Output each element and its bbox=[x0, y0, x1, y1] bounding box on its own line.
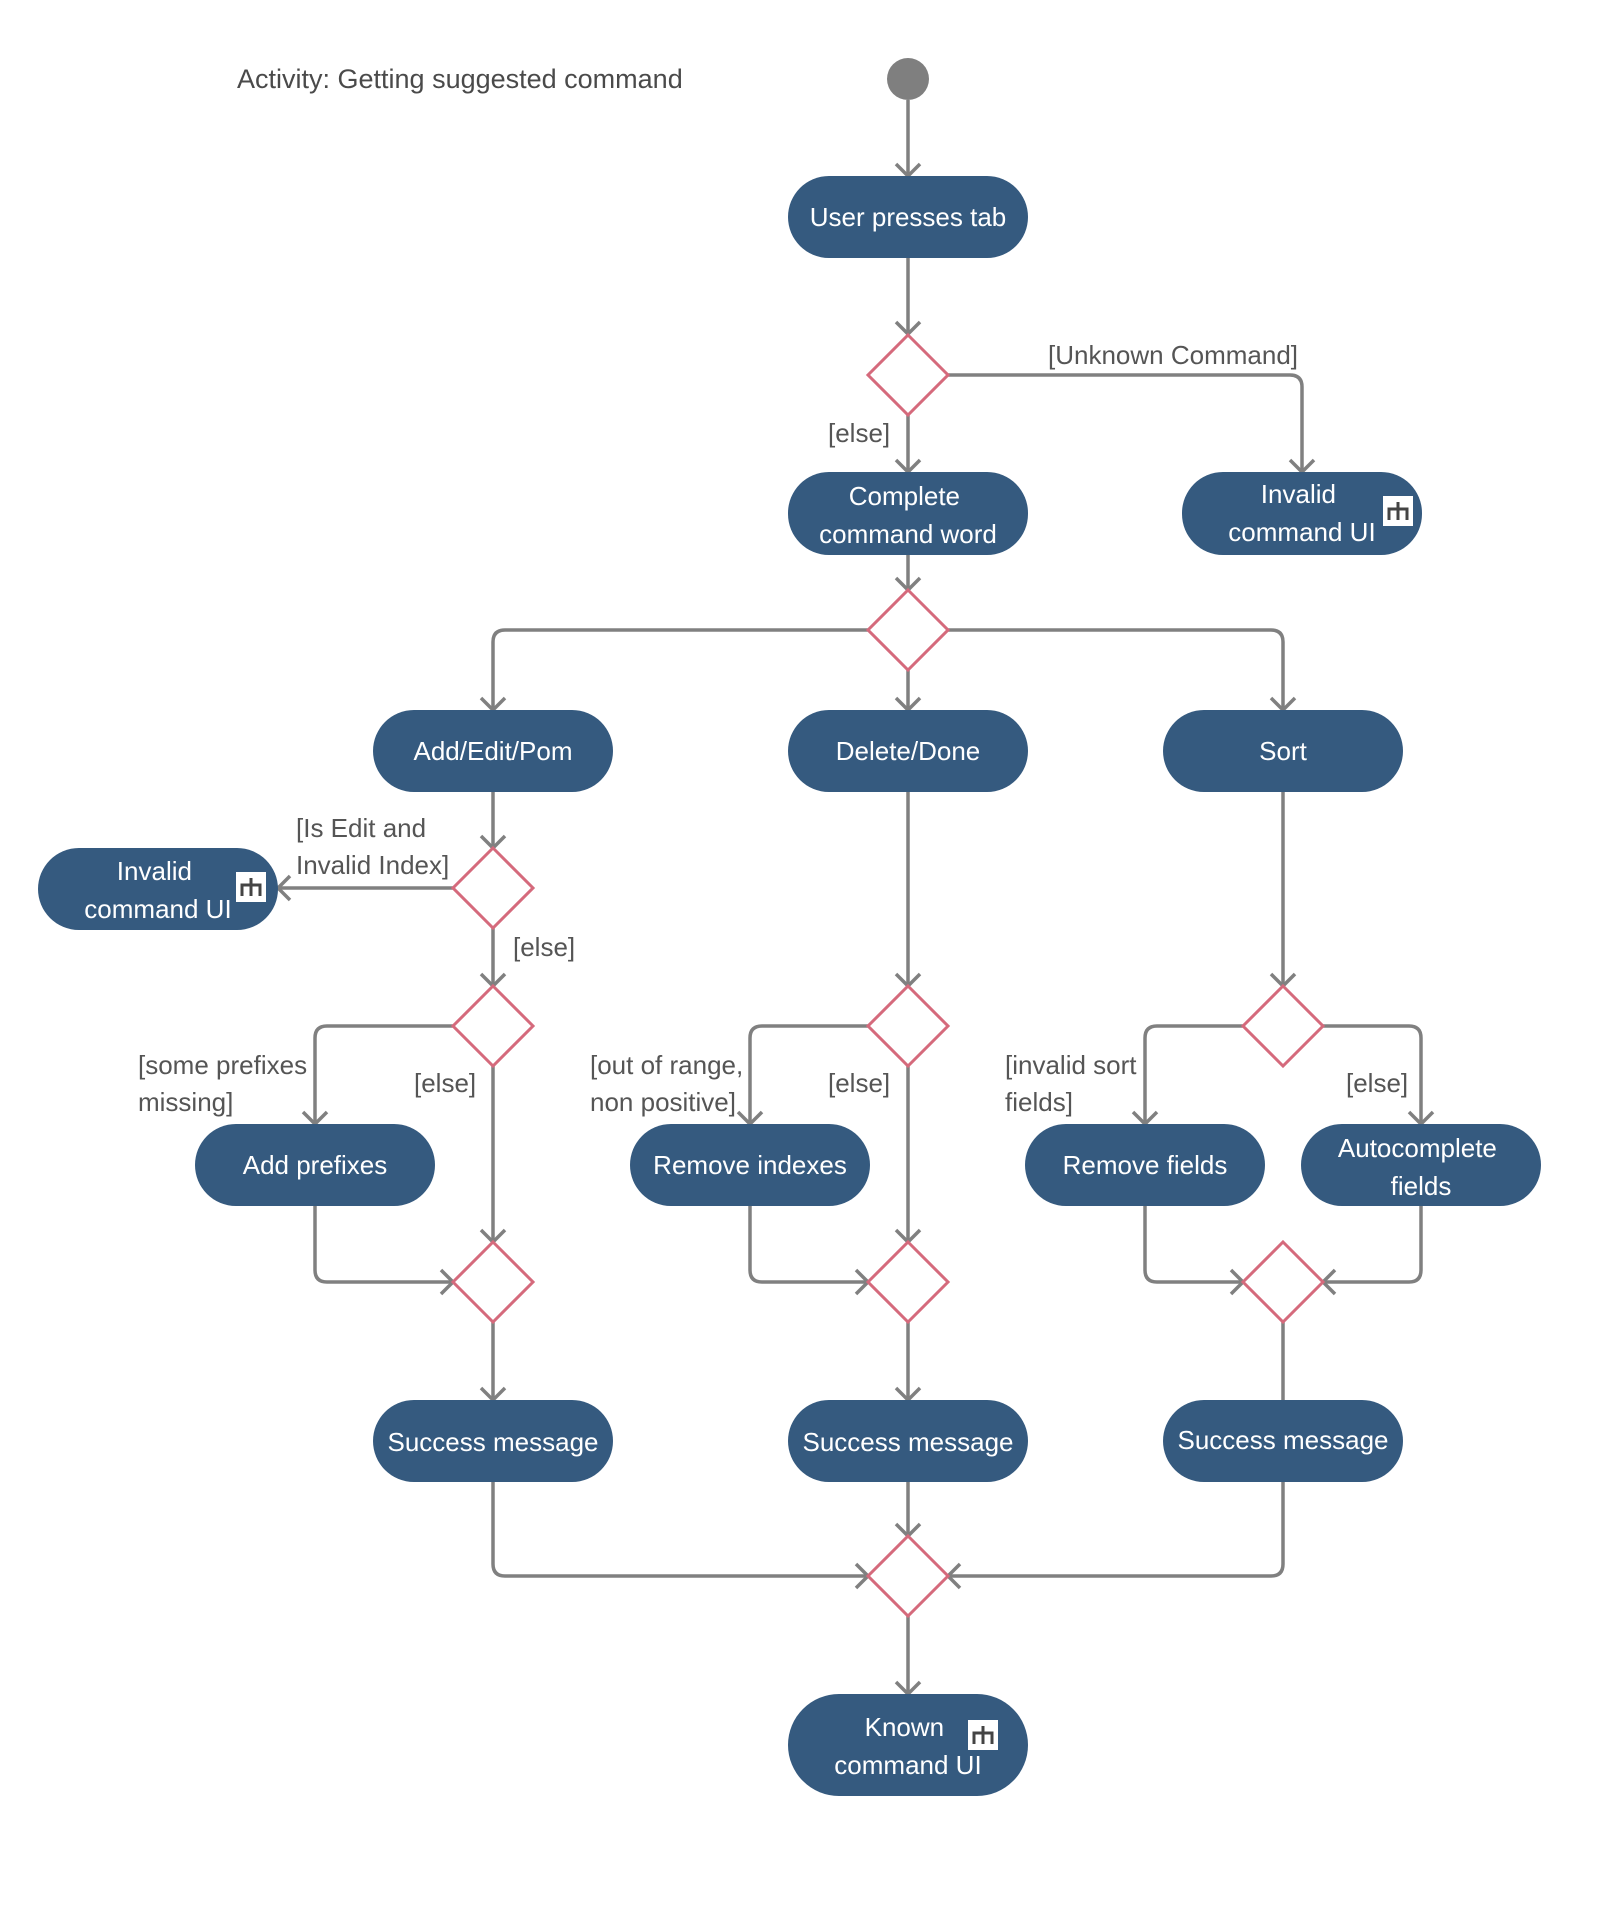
edge-to-sort bbox=[948, 628, 1285, 710]
edge-autocomplete-to-merge bbox=[1323, 1206, 1423, 1284]
decision-nodes bbox=[450, 332, 1326, 1619]
label-remove-indexes: Remove indexes bbox=[653, 1150, 847, 1180]
label-invalid-command-ui-left: Invalid command UI bbox=[84, 856, 231, 924]
action-sort bbox=[1163, 710, 1403, 792]
merge-sort-fields bbox=[1240, 1239, 1326, 1325]
guard-else-edit: [else] bbox=[513, 932, 575, 962]
action-success-message-mid bbox=[788, 1400, 1028, 1482]
decision-edit-invalid-index bbox=[450, 845, 536, 931]
action-complete-command-word bbox=[788, 472, 1028, 555]
label-remove-fields: Remove fields bbox=[1063, 1150, 1228, 1180]
guard-labels: [Unknown Command] [else] [Is Edit and In… bbox=[138, 340, 1408, 1117]
rake-icon bbox=[1383, 496, 1413, 526]
action-invalid-command-ui-left bbox=[38, 848, 278, 930]
label-delete-done: Delete/Done bbox=[836, 736, 981, 766]
decision-unknown-command bbox=[865, 332, 951, 418]
initial-node bbox=[887, 58, 929, 100]
merge-indexes bbox=[865, 1239, 951, 1325]
action-user-presses-tab bbox=[788, 176, 1028, 258]
edge-some-prefixes-missing bbox=[313, 1024, 453, 1124]
edge-unknown-command bbox=[948, 373, 1304, 472]
decision-index-range bbox=[865, 983, 951, 1069]
action-success-message-right bbox=[1163, 1400, 1403, 1482]
action-invalid-command-ui-top bbox=[1182, 472, 1422, 555]
action-add-edit-pom bbox=[373, 710, 613, 792]
guard-is-edit-invalid-index: [Is Edit and Invalid Index] bbox=[296, 813, 449, 880]
guard-else-top: [else] bbox=[828, 418, 890, 448]
edge-invalid-sort-fields bbox=[1143, 1024, 1243, 1124]
edge-remove-fields-to-merge bbox=[1143, 1206, 1243, 1284]
label-success-message-right: Success message bbox=[1178, 1425, 1389, 1455]
label-invalid-command-ui-top: Invalid command UI bbox=[1228, 479, 1375, 547]
label-success-message-left: Success message bbox=[388, 1427, 599, 1457]
action-nodes bbox=[38, 176, 1541, 1796]
rake-icon bbox=[236, 872, 266, 902]
merge-prefixes bbox=[450, 1239, 536, 1325]
label-sort: Sort bbox=[1259, 736, 1307, 766]
action-add-prefixes bbox=[195, 1124, 435, 1206]
edge-else-sort bbox=[1323, 1024, 1423, 1124]
decision-prefixes-missing bbox=[450, 983, 536, 1069]
label-add-prefixes: Add prefixes bbox=[243, 1150, 388, 1180]
edge-add-prefixes-to-merge bbox=[313, 1206, 453, 1284]
action-delete-done bbox=[788, 710, 1028, 792]
rake-icon bbox=[968, 1720, 998, 1750]
action-autocomplete-fields bbox=[1301, 1124, 1541, 1206]
guard-else-range: [else] bbox=[828, 1068, 890, 1098]
decision-command-type bbox=[865, 587, 951, 673]
label-known-command-ui: Known command UI bbox=[834, 1712, 981, 1780]
label-autocomplete-fields: Autocomplete fields bbox=[1338, 1133, 1504, 1201]
guard-invalid-sort-fields: [invalid sort fields] bbox=[1005, 1050, 1144, 1117]
label-add-edit-pom: Add/Edit/Pom bbox=[414, 736, 573, 766]
edge-out-of-range bbox=[748, 1024, 868, 1124]
label-success-message-mid: Success message bbox=[803, 1427, 1014, 1457]
action-remove-indexes bbox=[630, 1124, 870, 1206]
guard-else-sort: [else] bbox=[1346, 1068, 1408, 1098]
edges bbox=[275, 100, 1435, 1697]
edge-success-right-to-final-merge bbox=[948, 1482, 1285, 1578]
diagram-title: Activity: Getting suggested command bbox=[237, 64, 683, 94]
guard-else-prefixes: [else] bbox=[414, 1068, 476, 1098]
label-complete-command-word: Complete command word bbox=[819, 481, 997, 549]
label-user-presses-tab: User presses tab bbox=[810, 202, 1007, 232]
merge-final bbox=[865, 1533, 951, 1619]
action-remove-fields bbox=[1025, 1124, 1265, 1206]
action-success-message-left bbox=[373, 1400, 613, 1482]
edge-remove-indexes-to-merge bbox=[748, 1206, 868, 1284]
guard-out-of-range: [out of range, non positive] bbox=[590, 1050, 750, 1117]
guard-unknown-command: [Unknown Command] bbox=[1048, 340, 1298, 370]
edge-success-left-to-final-merge bbox=[491, 1482, 868, 1578]
edge-to-add-edit-pom bbox=[491, 628, 868, 710]
arrowhead bbox=[275, 874, 292, 902]
node-labels: User presses tab Complete command word I… bbox=[84, 202, 1504, 1780]
decision-sort-fields bbox=[1240, 983, 1326, 1069]
guard-some-prefixes-missing: [some prefixes missing] bbox=[138, 1050, 314, 1117]
action-known-command-ui bbox=[788, 1694, 1028, 1796]
